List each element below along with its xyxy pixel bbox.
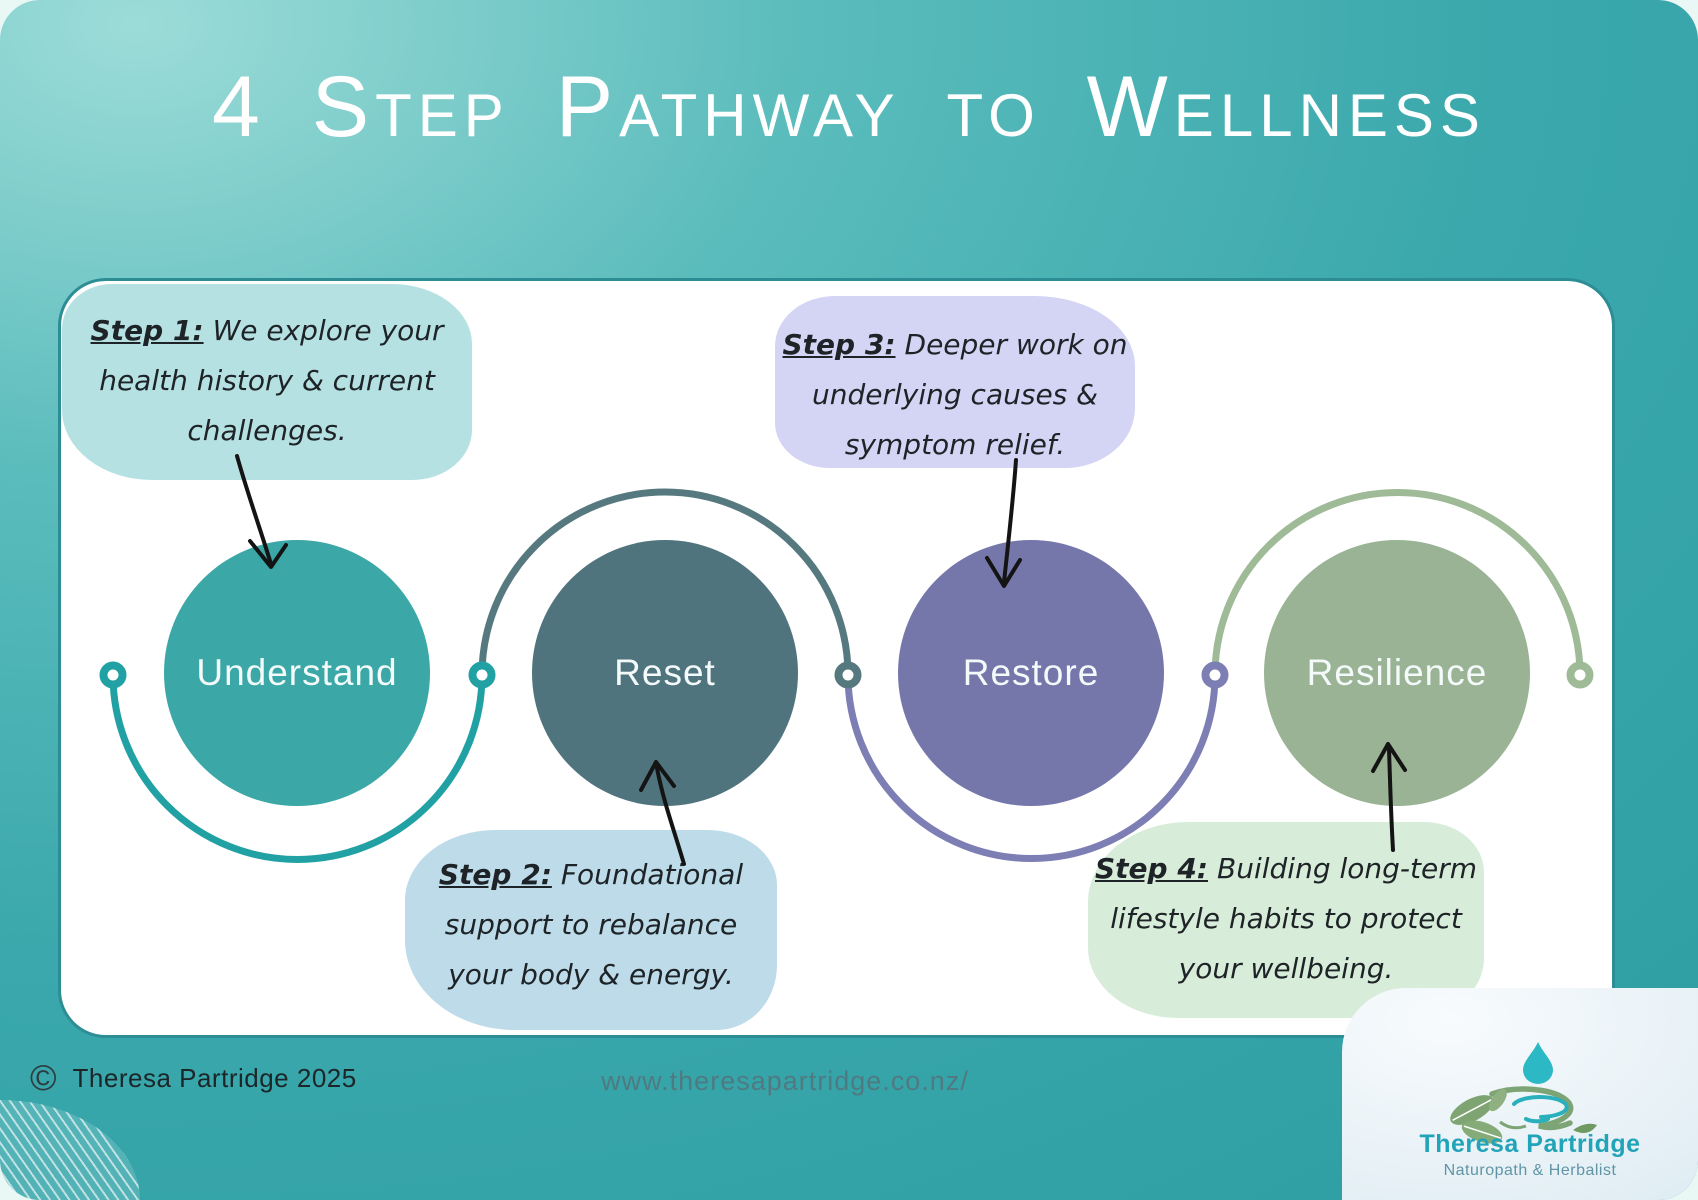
- step-1-bubble: Step 1:We explore your health history & …: [62, 284, 472, 480]
- step-2-label: Step 2:: [438, 858, 552, 891]
- step-3-label: Step 3:: [782, 328, 896, 361]
- step-4-bubble: Step 4:Building long-term lifestyle habi…: [1088, 822, 1484, 1018]
- step-4-label: Step 4:: [1094, 852, 1208, 885]
- page-title: 4 Step Pathway to Wellness: [212, 59, 1486, 155]
- circle-resilience: Resilience: [1264, 540, 1530, 806]
- circle-understand-label: Understand: [196, 652, 398, 693]
- step-1-label: Step 1:: [90, 314, 204, 347]
- copyright-text: Theresa Partridge 2025: [72, 1062, 357, 1093]
- circle-understand: Understand: [164, 540, 430, 806]
- circle-reset-label: Reset: [614, 652, 716, 693]
- naturopath-logo-icon: [1450, 1042, 1597, 1144]
- corner-stripes-decoration: [0, 1100, 140, 1200]
- step-2-description: Foundational support to rebalance your b…: [444, 858, 744, 991]
- logo-tagline: Naturopath & Herbalist: [1443, 1162, 1617, 1179]
- website-url: www.theresapartridge.co.nz/: [601, 1066, 969, 1096]
- copyright-icon: ©: [30, 1057, 57, 1098]
- step-2-bubble: Step 2:Foundational support to rebalance…: [405, 830, 777, 1030]
- step-1-description: We explore your health history & current…: [99, 314, 444, 447]
- logo-panel: Theresa Partridge Naturopath & Herbalist: [1342, 988, 1698, 1200]
- circle-restore: Restore: [898, 540, 1164, 806]
- circle-reset: Reset: [532, 540, 798, 806]
- step-4-description: Building long-term lifestyle habits to p…: [1110, 852, 1478, 985]
- circle-resilience-label: Resilience: [1306, 652, 1488, 693]
- step-3-bubble: Step 3:Deeper work on underlying causes …: [775, 296, 1135, 468]
- logo-name: Theresa Partridge: [1419, 1130, 1641, 1158]
- copyright-line: © Theresa Partridge 2025: [30, 1060, 357, 1096]
- circle-restore-label: Restore: [962, 652, 1100, 693]
- step-3-description: Deeper work on underlying causes & sympt…: [812, 328, 1128, 461]
- droplet-icon: [1523, 1042, 1553, 1084]
